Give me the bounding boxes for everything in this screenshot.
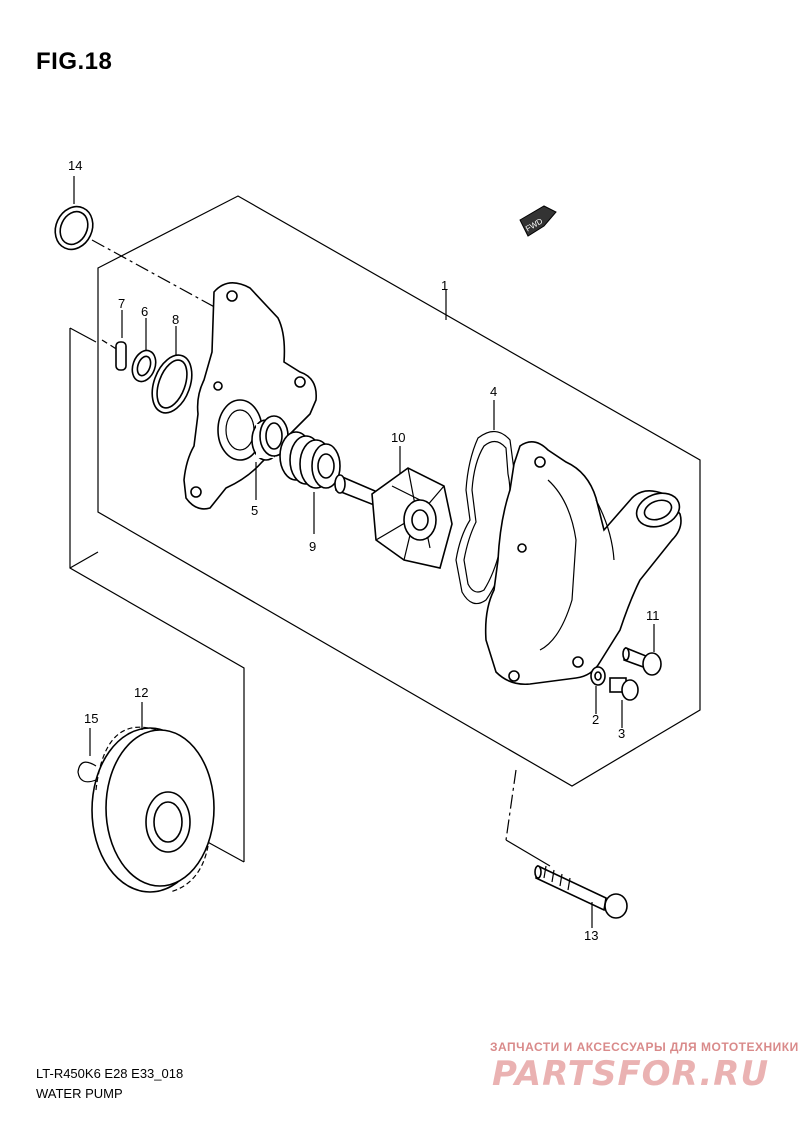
watermark-tagline: ЗАПЧАСТИ И АКСЕССУАРЫ ДЛЯ МОТОТЕХНИКИ [490, 1040, 799, 1054]
part-6-seal-ring [131, 349, 157, 383]
callout-8: 8 [172, 312, 179, 327]
part-12-pump-drive-gear [91, 726, 215, 893]
fwd-arrow-icon: FWD [519, 205, 557, 237]
part-8-o-ring [151, 354, 193, 414]
callout-15: 15 [84, 711, 98, 726]
callout-11: 11 [646, 608, 660, 623]
part-7-dowel-pin [115, 341, 127, 371]
part-2-washer [590, 666, 606, 686]
callout-10: 10 [391, 430, 405, 445]
part-10-impeller [334, 467, 453, 569]
gear-frame [69, 328, 245, 862]
part-13-bolt [534, 864, 628, 919]
callout-13: 13 [584, 928, 598, 943]
watermark-logo: PARTSFOR.RU [492, 1054, 770, 1094]
part-4-gasket [455, 430, 519, 605]
assembly-frame [97, 195, 701, 787]
figure-title: FIG.18 [36, 48, 113, 75]
callout-6: 6 [141, 304, 148, 319]
part-9-mechanical-seal [279, 431, 341, 489]
callout-5: 5 [251, 503, 258, 518]
callout-12: 12 [134, 685, 148, 700]
callout-7: 7 [118, 296, 125, 311]
part-3-drain-bolt [609, 677, 639, 701]
pump-body-plate [183, 282, 317, 510]
callout-14: 14 [68, 158, 82, 173]
part-15-circlip [77, 761, 97, 783]
part-1-pump-cover [484, 441, 682, 686]
callout-2: 2 [592, 712, 599, 727]
part-14-o-ring [54, 205, 94, 251]
callout-3: 3 [618, 726, 625, 741]
callout-9: 9 [309, 539, 316, 554]
model-code: LT-R450K6 E28 E33_018 [36, 1066, 184, 1081]
callout-1: 1 [441, 278, 448, 293]
part-11-bolt [622, 646, 662, 676]
diagram-name: WATER PUMP [36, 1086, 123, 1101]
callout-4: 4 [490, 384, 497, 399]
